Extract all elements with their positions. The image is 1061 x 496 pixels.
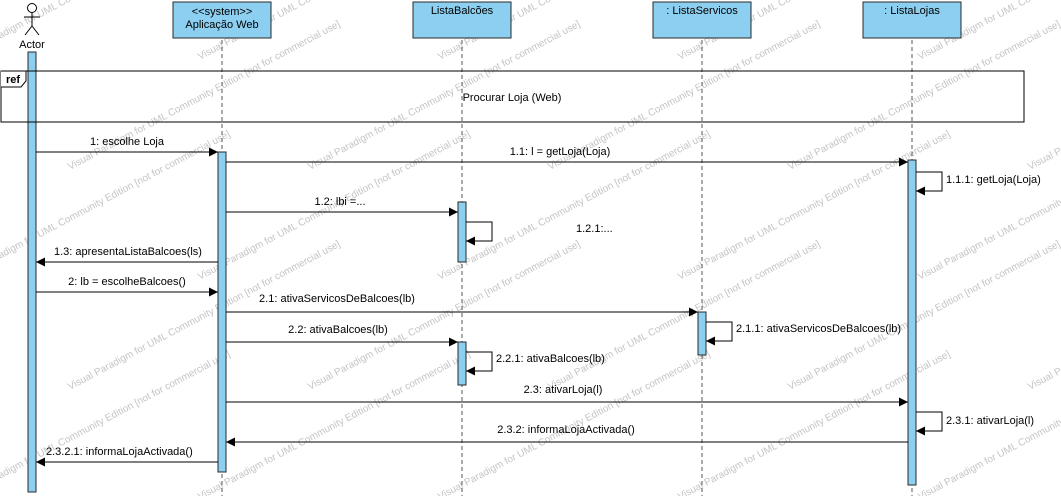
activation-balcoes-2 [457,341,467,386]
message-2-1-1-label: 2.1.1: ativaServicosDeBalcoes(lb) [736,323,901,335]
lifeline-web-stereotype: <<system>> [192,6,253,18]
message-2-1-label: 2.1: ativaServicosDeBalcoes(lb) [259,293,415,305]
message-1-1[interactable]: 1.1: l = getLoja(Loja) [226,146,908,167]
lifeline-balcoes-label: ListaBalcões [431,5,494,17]
message-2-3-1[interactable]: 2.3.1: ativarLoja(l) [916,411,1034,436]
message-1-2-label: 1.2: lbi =... [314,196,365,208]
ref-label: Procurar Loja (Web) [463,92,562,104]
message-2-3[interactable]: 2.3: ativarLoja(l) [226,384,908,407]
activation-actor [27,51,37,493]
actor-label: Actor [19,39,45,51]
message-2-2-label: 2.2: ativaBalcoes(lb) [288,324,388,336]
activation-balcoes-1 [457,201,467,263]
message-2[interactable]: 2: lb = escolheBalcoes() [36,276,218,297]
message-1-label: 1: escolhe Loja [90,136,165,148]
activation-web [217,151,227,473]
ref-frame[interactable]: ref Procurar Loja (Web) [0,70,1025,123]
activation-servicos [697,311,707,356]
lifeline-header-lojas[interactable]: : ListaLojas [862,1,962,39]
message-1-1-1[interactable]: 1.1.1: getLoja(Loja) [916,171,1041,196]
message-1-1-1-label: 1.1.1: getLoja(Loja) [946,174,1041,186]
lifeline-web-label: Aplicação Web [185,19,258,31]
message-2-1-1[interactable]: 2.1.1: ativaServicosDeBalcoes(lb) [706,321,901,346]
message-1-1-label: 1.1: l = getLoja(Loja) [510,146,611,158]
lifeline-header-web[interactable]: <<system>> Aplicação Web [172,1,272,39]
actor-stick-icon [24,3,40,36]
ref-tag: ref [6,74,20,86]
message-1-3-label: 1.3: apresentaListaBalcoes(ls) [54,246,202,258]
actor[interactable]: Actor [19,3,45,52]
message-2-2[interactable]: 2.2: ativaBalcoes(lb) [226,324,458,347]
message-1-2-1-label: 1.2.1:... [576,223,613,235]
message-2-3-2-1-label: 2.3.2.1: informaLojaActivada() [46,446,193,458]
message-2-label: 2: lb = escolheBalcoes() [68,276,186,288]
message-2-3-2-label: 2.3.2: informaLojaActivada() [497,424,635,436]
message-2-1[interactable]: 2.1: ativaServicosDeBalcoes(lb) [226,293,698,317]
message-2-3-label: 2.3: ativarLoja(l) [524,384,603,396]
lifeline-servicos-label: : ListaServicos [666,5,738,17]
message-1[interactable]: 1: escolhe Loja [36,136,218,157]
lifeline-lojas-label: : ListaLojas [884,5,940,17]
message-2-2-1[interactable]: 2.2.1: ativaBalcoes(lb) [466,351,605,376]
message-2-2-1-label: 2.2.1: ativaBalcoes(lb) [496,353,605,365]
message-2-3-2[interactable]: 2.3.2: informaLojaActivada() [226,424,908,447]
message-2-3-2-1[interactable]: 2.3.2.1: informaLojaActivada() [36,446,218,467]
activation-lojas [907,159,917,486]
lifeline-header-balcoes[interactable]: ListaBalcões [412,1,512,39]
message-1-2[interactable]: 1.2: lbi =... [226,196,458,217]
lifeline-header-servicos[interactable]: : ListaServicos [652,1,752,39]
message-1-2-1[interactable]: 1.2.1:... [466,221,613,246]
message-1-3[interactable]: 1.3: apresentaListaBalcoes(ls) [36,246,218,267]
message-2-3-1-label: 2.3.1: ativarLoja(l) [946,415,1034,427]
